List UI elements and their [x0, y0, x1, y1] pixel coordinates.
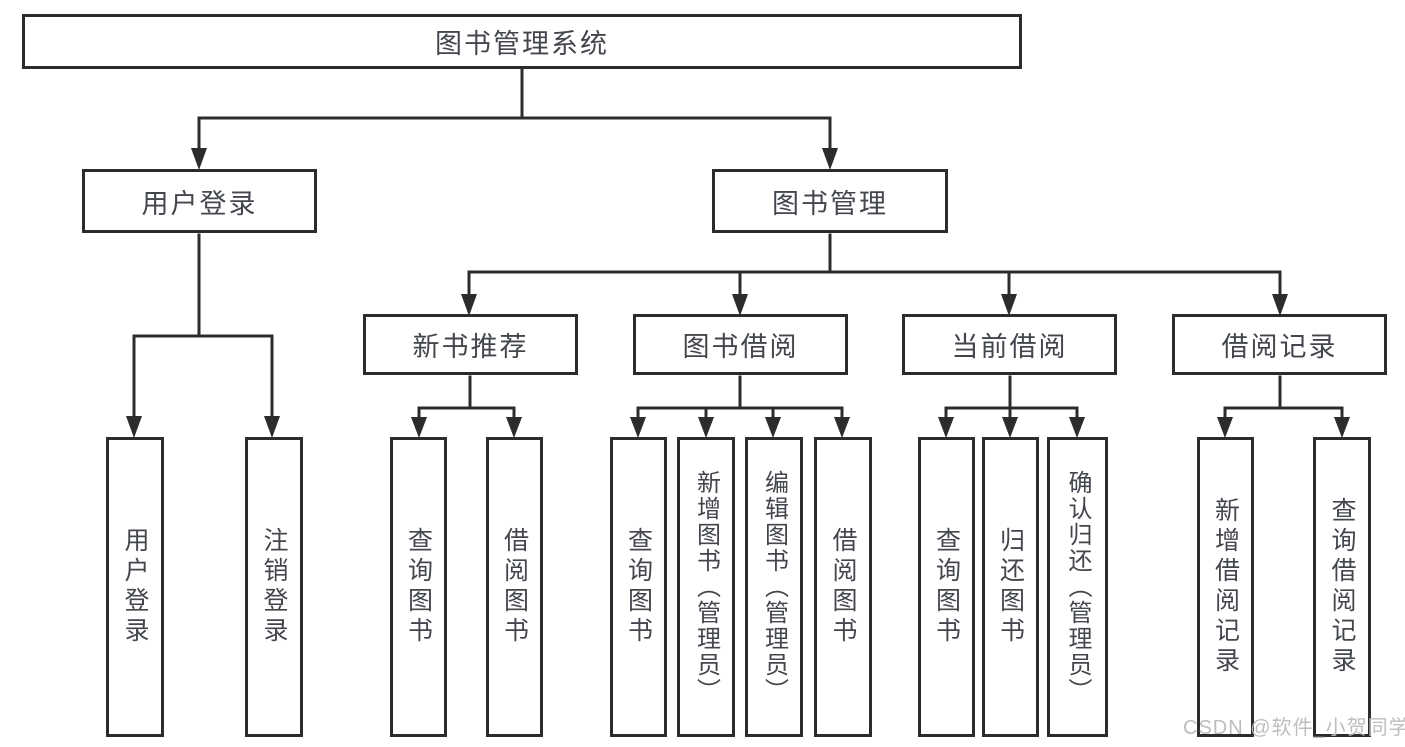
connector-book-management [467, 233, 1282, 298]
node-label: 借阅图书 [500, 527, 529, 647]
leaf-current-confirm-return-admin: 确认归还（管理员） [1047, 437, 1108, 737]
leaf-borrowing-borrow-books: 借阅图书 [814, 437, 872, 737]
node-label: 新增借阅记录 [1211, 497, 1240, 677]
csdn-watermark: CSDN @软件_小贺同学 [1183, 717, 1405, 739]
arrowhead-icon [1069, 417, 1085, 438]
connector-user-login [132, 233, 274, 420]
arrowhead-icon [765, 417, 781, 438]
arrowheads [126, 148, 1350, 438]
node-label: 查询图书 [932, 527, 961, 647]
leaf-borrowing-add-books-admin: 新增图书（管理员） [677, 437, 735, 737]
node-label: 注销登录 [260, 527, 288, 647]
leaf-newbook-query-books: 查询图书 [390, 437, 447, 737]
leaf-borrowing-query-books: 查询图书 [610, 437, 667, 737]
leaf-records-add-record: 新增借阅记录 [1197, 437, 1254, 737]
connector-borrowing-records [1223, 375, 1344, 421]
node-label: 查询图书 [404, 527, 433, 647]
connector-new-book [417, 375, 516, 421]
arrowhead-icon [126, 416, 142, 438]
arrowhead-icon [1002, 417, 1018, 438]
node-label: 新增图书（管理员） [692, 470, 720, 704]
node-label: 图书管理 [772, 188, 888, 219]
arrowhead-icon [1334, 417, 1350, 438]
leaf-records-query-record: 查询借阅记录 [1313, 437, 1371, 737]
leaf-borrowing-edit-books-admin: 编辑图书（管理员） [745, 437, 803, 737]
node-current-borrowing: 当前借阅 [902, 314, 1117, 375]
leaf-current-query-books: 查询图书 [918, 437, 975, 737]
node-label: 当前借阅 [951, 332, 1068, 362]
arrowhead-icon [822, 148, 838, 170]
node-label: 图书借阅 [682, 332, 799, 362]
arrowhead-icon [506, 417, 522, 438]
node-label: 归还图书 [996, 527, 1025, 647]
leaf-user-login: 用户登录 [106, 437, 164, 737]
arrowhead-icon [834, 417, 850, 438]
node-label: 查询借阅记录 [1328, 497, 1356, 677]
arrowhead-icon [191, 148, 207, 170]
arrowhead-icon [1001, 294, 1017, 316]
node-label: 查询图书 [624, 527, 653, 647]
node-borrowing-records: 借阅记录 [1172, 314, 1387, 375]
leaf-current-return-books: 归还图书 [982, 437, 1039, 737]
connector-root [197, 68, 832, 152]
node-label: 确认归还（管理员） [1064, 470, 1091, 704]
arrowhead-icon [1217, 417, 1233, 438]
arrowhead-icon [461, 294, 477, 316]
node-new-book-recommendation: 新书推荐 [363, 314, 578, 375]
node-user-login: 用户登录 [82, 169, 317, 233]
node-library-system: 图书管理系统 [22, 14, 1022, 69]
leaf-newbook-borrow-books: 借阅图书 [486, 437, 543, 737]
leaf-logout: 注销登录 [245, 437, 303, 737]
node-book-management: 图书管理 [712, 169, 948, 233]
connector-current-borrowing [944, 375, 1079, 421]
node-label: 图书管理系统 [435, 29, 609, 59]
arrowhead-icon [698, 417, 714, 438]
node-label: 用户登录 [121, 527, 149, 647]
arrowhead-icon [732, 294, 748, 316]
arrowhead-icon [1272, 294, 1288, 316]
node-label: 借阅记录 [1221, 332, 1338, 362]
arrowhead-icon [938, 417, 954, 438]
node-book-borrowing: 图书借阅 [633, 314, 848, 375]
arrowhead-icon [630, 417, 646, 438]
node-label: 新书推荐 [412, 332, 529, 362]
arrowhead-icon [264, 416, 280, 438]
node-label: 用户登录 [141, 188, 258, 219]
node-label: 借阅图书 [829, 527, 857, 647]
connector-book-borrowing [636, 375, 844, 421]
node-label: 编辑图书（管理员） [760, 470, 788, 704]
arrowhead-icon [411, 417, 427, 438]
